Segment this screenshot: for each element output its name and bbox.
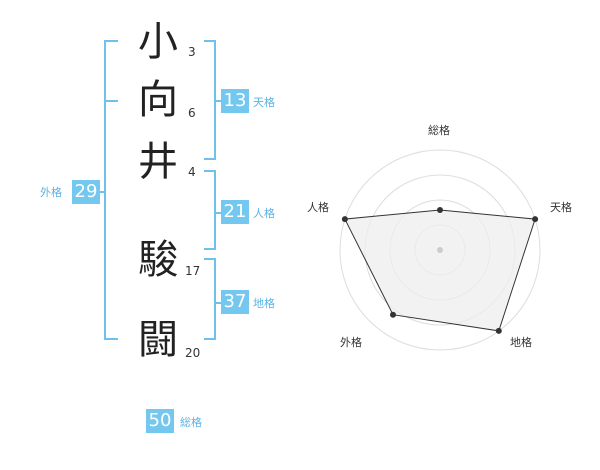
radar-label-gaikaku: 外格 <box>340 336 362 349</box>
soukaku-value: 50 <box>146 409 174 433</box>
tenkaku-label: 天格 <box>253 96 275 109</box>
stroke-count-1: 3 <box>188 45 196 59</box>
name-char-1: 小 <box>138 19 178 65</box>
radar-center <box>437 247 443 253</box>
name-char-3: 井 <box>138 139 178 185</box>
stroke-count-5: 20 <box>185 346 201 360</box>
radar-point-2 <box>495 327 502 334</box>
radar-polygon <box>344 209 536 332</box>
radar-ring-4 <box>339 149 541 351</box>
gaikaku-label: 外格 <box>40 186 62 199</box>
jinkaku-value: 21 <box>221 200 249 224</box>
soukaku-label: 総格 <box>180 416 202 429</box>
name-char-2: 向 <box>138 77 178 123</box>
radar-points <box>341 207 539 334</box>
name-char-5: 闘 <box>138 317 178 363</box>
chikaku-label: 地格 <box>253 297 275 310</box>
radar-label-tenkaku: 天格 <box>550 201 572 214</box>
name-char-4: 駿 <box>138 237 178 283</box>
radar-point-1 <box>532 216 539 223</box>
radar-point-0 <box>437 207 443 213</box>
radar-label-soukaku: 総格 <box>428 124 450 137</box>
gaikaku-value: 29 <box>72 180 100 204</box>
radar-point-3 <box>389 311 396 318</box>
chikaku-value: 37 <box>221 290 249 314</box>
stroke-count-3: 4 <box>188 165 196 179</box>
stroke-count-4: 17 <box>185 264 201 278</box>
tenkaku-value: 13 <box>221 89 249 113</box>
jinkaku-label: 人格 <box>253 207 275 220</box>
radar-label-chikaku: 地格 <box>510 336 532 349</box>
radar-label-jinkaku: 人格 <box>307 201 329 214</box>
radar-point-4 <box>341 216 348 223</box>
stroke-count-2: 6 <box>188 106 196 120</box>
